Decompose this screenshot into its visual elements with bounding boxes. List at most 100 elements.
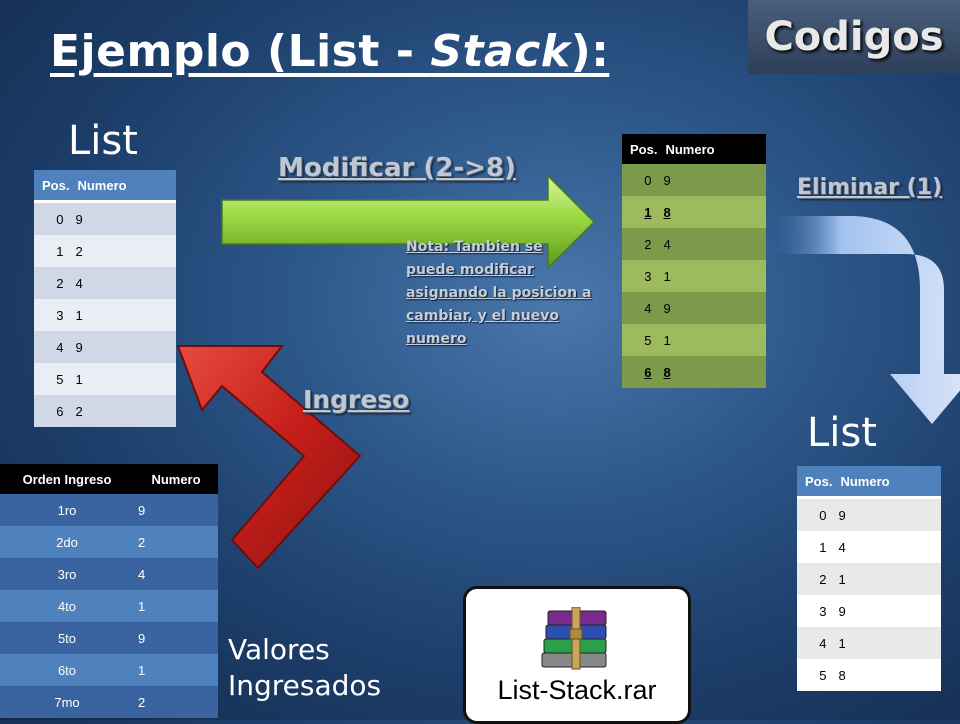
red-arrow-icon (176, 345, 362, 570)
cell-numero: 1 (134, 590, 218, 622)
cell-pos: 1 (797, 531, 833, 563)
header-numero: Numero (69, 170, 176, 203)
cell-numero: 1 (657, 324, 766, 356)
cell-numero: 2 (69, 395, 176, 427)
cell-numero: 9 (69, 201, 176, 235)
cell-pos-highlighted: 1 (622, 196, 658, 228)
list-label-bottom: List (807, 410, 877, 456)
cell-pos: 4 (797, 627, 833, 659)
valores-line1: Valores (228, 633, 330, 666)
cell-pos: 3 (34, 299, 70, 331)
header-numero: Numero (832, 466, 941, 499)
cell-numero: 9 (832, 595, 941, 627)
cell-pos: 2 (34, 267, 70, 299)
cell-orden: 2do (0, 526, 134, 558)
cell-pos: 4 (622, 292, 658, 324)
cell-numero: 9 (134, 622, 218, 654)
cell-pos: 2 (797, 563, 833, 595)
cell-orden: 1ro (0, 494, 134, 526)
cell-numero: 9 (69, 331, 176, 363)
cell-numero: 9 (134, 494, 218, 526)
cell-pos: 0 (622, 164, 658, 196)
cell-numero: 4 (69, 267, 176, 299)
ingreso-table-header: Orden Ingreso Numero (0, 464, 218, 494)
cell-pos: 2 (622, 228, 658, 260)
header-pos: Pos. (622, 134, 658, 164)
cell-orden: 3ro (0, 558, 134, 590)
cell-orden: 7mo (0, 686, 134, 718)
cell-pos-highlighted: 6 (622, 356, 658, 388)
cell-orden: 5to (0, 622, 134, 654)
blue-curved-arrow-icon (770, 216, 960, 424)
header-pos: Pos. (34, 170, 70, 203)
cell-pos: 3 (622, 260, 658, 292)
deleted-table-header: Pos. Numero (797, 466, 941, 499)
header-orden-ingreso: Orden Ingreso (0, 464, 134, 494)
cell-pos: 5 (34, 363, 70, 395)
winrar-archive-icon (541, 607, 607, 670)
title-prefix: Ejemplo (List - (50, 26, 431, 77)
cell-numero: 2 (134, 526, 218, 558)
header-numero: Numero (657, 134, 766, 164)
cell-pos: 1 (34, 235, 70, 267)
page-title: Ejemplo (List - Stack): (50, 26, 609, 77)
cell-numero: 4 (134, 558, 218, 590)
cell-numero-highlighted: 8 (657, 196, 766, 228)
cell-numero: 9 (657, 164, 766, 196)
title-italic: Stack (430, 26, 571, 77)
cell-numero: 1 (69, 363, 176, 395)
cell-numero: 2 (69, 235, 176, 267)
cell-pos: 0 (34, 201, 70, 235)
cell-numero: 1 (832, 627, 941, 659)
header-numero: Numero (134, 464, 218, 494)
cell-numero: 9 (832, 497, 941, 531)
cell-pos: 0 (797, 497, 833, 531)
cell-orden: 4to (0, 590, 134, 622)
cell-pos: 5 (797, 659, 833, 691)
eliminar-label: Eliminar (1) (797, 175, 943, 200)
cell-numero: 1 (657, 260, 766, 292)
ingreso-label: Ingreso (303, 385, 410, 414)
list-label-top: List (68, 118, 138, 164)
cell-numero: 1 (134, 654, 218, 686)
cell-numero: 4 (657, 228, 766, 260)
modified-table-header: Pos. Numero (622, 134, 766, 164)
cell-pos: 5 (622, 324, 658, 356)
codigos-badge[interactable]: Codigos (748, 0, 960, 74)
cell-orden: 6to (0, 654, 134, 686)
rar-file-link[interactable]: List-Stack.rar (463, 586, 691, 724)
cell-numero: 8 (832, 659, 941, 691)
cell-numero-highlighted: 8 (657, 356, 766, 388)
cell-numero: 2 (134, 686, 218, 718)
header-pos: Pos. (797, 466, 833, 499)
rar-file-name: List-Stack.rar (497, 675, 657, 705)
